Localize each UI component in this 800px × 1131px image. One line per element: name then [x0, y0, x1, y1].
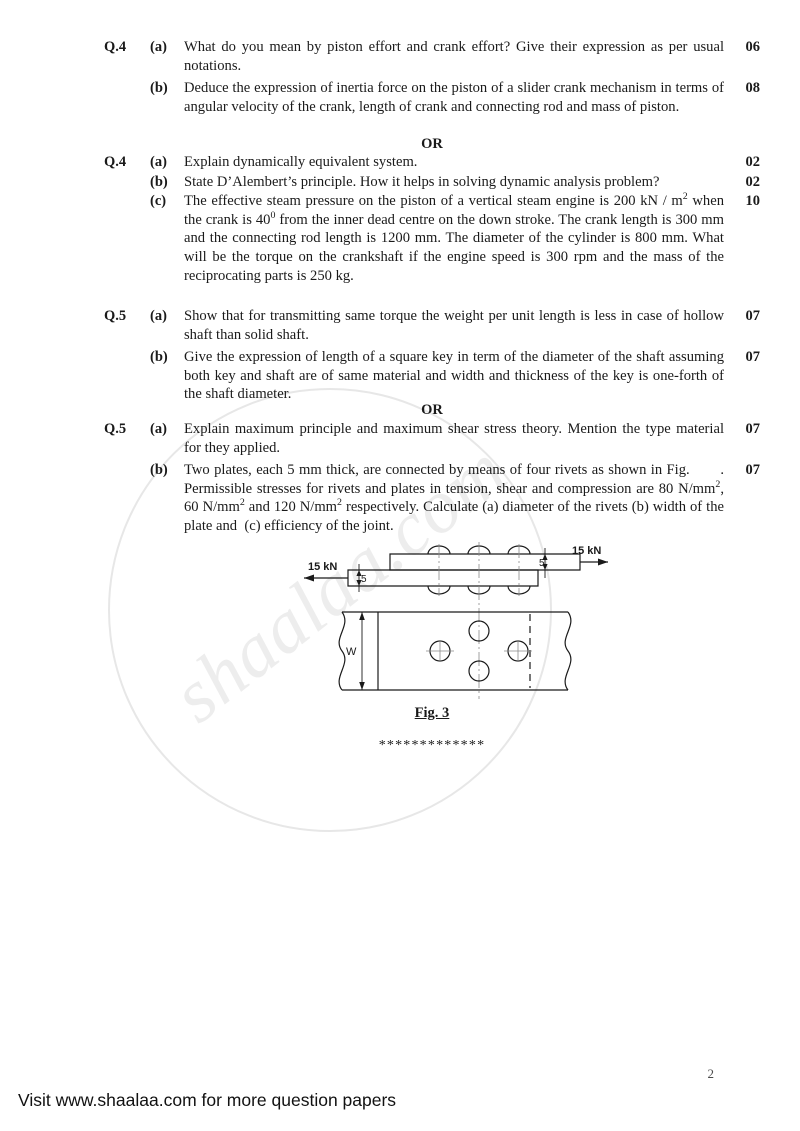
label-force-left: 15 kN	[308, 561, 337, 573]
question-number: Q.5	[104, 421, 127, 437]
width-dim-arrow-top	[359, 612, 365, 620]
question-part-row: Q.5 (a) Show that for transmitting same …	[104, 307, 760, 344]
part-text: State D’Alembert’s principle. How it hel…	[184, 173, 660, 190]
or-separator-2: OR	[421, 402, 443, 418]
rivet-hole-top	[468, 620, 490, 642]
figure-caption: Fig. 3	[104, 705, 760, 722]
figure-caption-text: Fig. 3	[414, 705, 450, 721]
question-block-q4: Q.4 (a) What do you mean by piston effor…	[104, 38, 760, 117]
label-thickness-left: 5	[361, 574, 367, 585]
riveted-joint-drawing: 15 kN 15 kN 5 5 W	[304, 542, 608, 699]
thickness-dim-right-arrow-bottom	[542, 564, 548, 570]
question-part-row: Q.4 (a) Explain dynamically equivalent s…	[104, 153, 760, 172]
page-number: 2	[707, 1066, 715, 1081]
label-thickness-right: 5	[539, 558, 545, 569]
question-part-row: (c) The effective steam pressure on the …	[104, 192, 760, 285]
part-text: What do you mean by piston effort and cr…	[184, 39, 724, 74]
label-width: W	[346, 646, 357, 658]
part-label: (a)	[150, 39, 167, 55]
question-block-q4-alt: Q.4 (a) Explain dynamically equivalent s…	[104, 153, 760, 286]
question-part-row: (b) Two plates, each 5 mm thick, are con…	[104, 461, 760, 535]
part-marks: 07	[745, 349, 761, 366]
part-marks: 07	[745, 308, 761, 324]
part-marks: 02	[745, 154, 761, 170]
rivet-hole-bottom	[468, 660, 490, 682]
question-part-row: (b) Give the expression of length of a s…	[104, 348, 760, 404]
part-marks: 06	[745, 39, 761, 55]
or-separator-1: OR	[421, 136, 443, 152]
asterisk-separator: *************	[378, 738, 486, 753]
part-label: (b)	[150, 173, 168, 190]
question-number: Q.5	[104, 308, 127, 324]
part-text: Give the expression of length of a squar…	[184, 349, 724, 403]
label-force-right: 15 kN	[572, 545, 601, 557]
part-text: Explain maximum principle and maximum sh…	[184, 421, 724, 456]
part-text: Show that for transmitting same torque t…	[184, 308, 724, 343]
question-part-row: (b) Deduce the expression of inertia for…	[104, 79, 760, 116]
part-label: (c)	[150, 193, 167, 210]
part-marks: 07	[745, 462, 761, 479]
part-label: (b)	[150, 462, 168, 479]
part-label: (b)	[150, 349, 168, 366]
upper-plate	[389, 553, 581, 571]
question-part-row: Q.4 (a) What do you mean by piston effor…	[104, 38, 760, 75]
part-marks: 07	[745, 421, 761, 437]
thickness-dim-right-arrow-top	[542, 554, 548, 560]
break-line-left	[338, 611, 346, 691]
thickness-dim-left-arrow-bottom	[356, 580, 362, 586]
part-label: (b)	[150, 80, 168, 97]
break-line-right	[564, 611, 572, 691]
force-arrow-left-head	[304, 574, 314, 582]
question-number: Q.4	[104, 154, 127, 170]
part-marks: 02	[745, 173, 761, 190]
part-text: Explain dynamically equivalent system.	[184, 154, 418, 170]
part-label: (a)	[150, 421, 167, 437]
question-block-q5: Q.5 (a) Show that for transmitting same …	[104, 307, 760, 405]
thickness-dim-left-arrow-top	[356, 570, 362, 576]
part-label: (a)	[150, 308, 167, 324]
part-label: (a)	[150, 154, 167, 170]
question-part-row: (b) State D’Alembert’s principle. How it…	[104, 173, 760, 192]
part-marks: 10	[745, 193, 761, 210]
width-dim-arrow-bottom	[359, 682, 365, 690]
force-arrow-right-head	[598, 558, 608, 566]
question-number: Q.4	[104, 39, 127, 55]
footer-note: Visit www.shaalaa.com for more question …	[18, 1090, 397, 1110]
part-text: Deduce the expression of inertia force o…	[184, 80, 724, 115]
question-block-q5-alt: Q.5 (a) Explain maximum principle and ma…	[104, 420, 760, 537]
part-text: The effective steam pressure on the pist…	[184, 191, 724, 284]
part-marks: 08	[745, 80, 761, 97]
figure-3-diagram: 15 kN 15 kN 5 5 W	[290, 534, 620, 704]
lower-plate	[347, 569, 539, 587]
question-part-row: Q.5 (a) Explain maximum principle and ma…	[104, 420, 760, 457]
part-text: Two plates, each 5 mm thick, are connect…	[184, 462, 724, 534]
